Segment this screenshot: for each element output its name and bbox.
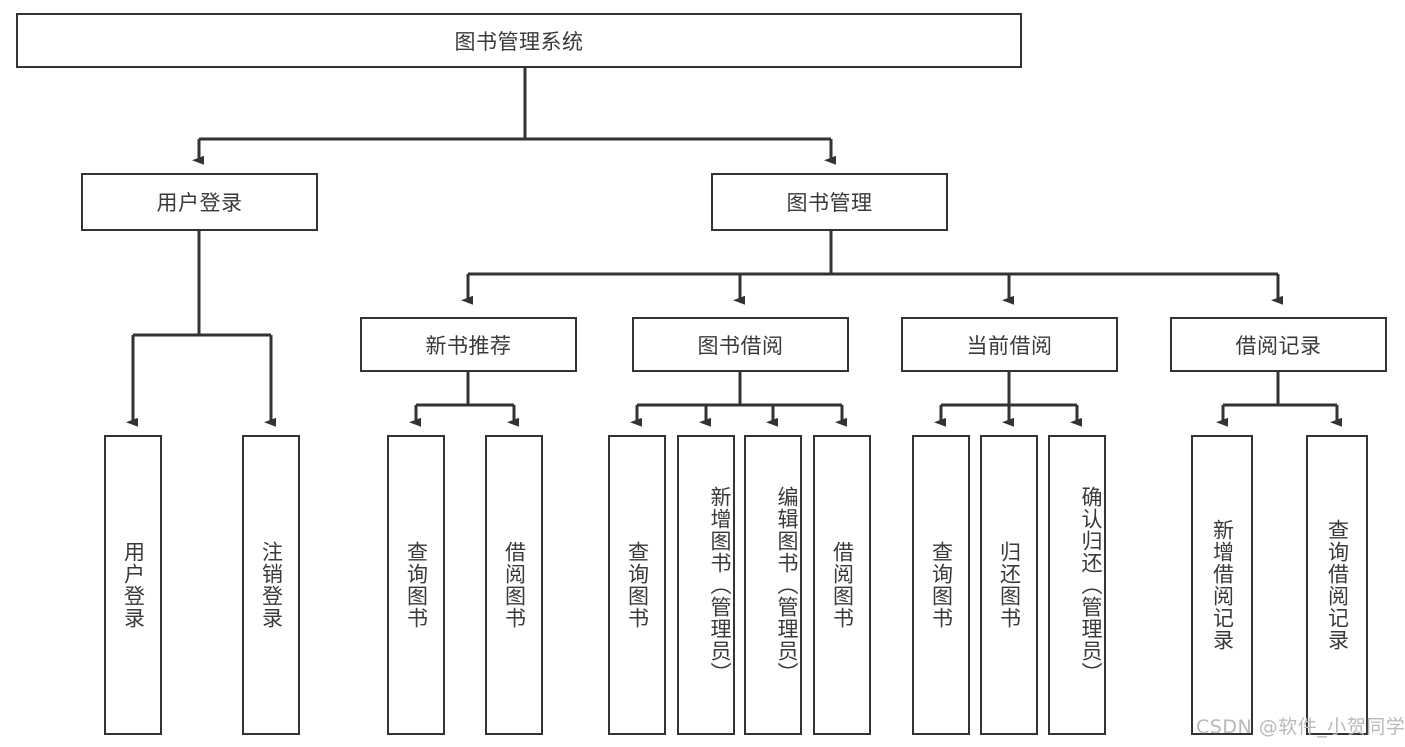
node-current-borrow-label: 当前借阅 (966, 333, 1053, 358)
node-leaf-borrow-book-2-label: 借阅图书 (830, 541, 855, 629)
node-user-login-label: 用户登录 (156, 191, 243, 215)
node-leaf-user-login[interactable]: 用户登录 (104, 435, 162, 735)
node-book-borrow[interactable]: 图书借阅 (632, 317, 849, 372)
node-leaf-confirm-return-label: 确认归还（管理员） (1079, 486, 1103, 684)
node-leaf-return-book-label: 归还图书 (997, 541, 1022, 629)
node-current-borrow[interactable]: 当前借阅 (901, 317, 1118, 372)
node-leaf-query-book-2-label: 查询图书 (625, 541, 650, 629)
node-user-login[interactable]: 用户登录 (81, 173, 318, 231)
node-borrow-record-label: 借阅记录 (1235, 333, 1322, 358)
watermark-text: CSDN @软件_小贺同学 (1196, 716, 1405, 738)
node-book-borrow-label: 图书借阅 (697, 333, 784, 358)
node-leaf-logout-login-label: 注销登录 (259, 541, 284, 629)
node-leaf-query-record[interactable]: 查询借阅记录 (1306, 435, 1368, 735)
node-leaf-return-book[interactable]: 归还图书 (980, 435, 1038, 735)
node-leaf-query-book-3-label: 查询图书 (929, 541, 954, 629)
node-root[interactable]: 图书管理系统 (16, 13, 1022, 68)
node-leaf-query-record-label: 查询借阅记录 (1325, 519, 1350, 651)
node-borrow-record[interactable]: 借阅记录 (1170, 317, 1387, 372)
node-leaf-add-book-label: 新增图书（管理员） (708, 486, 732, 684)
node-leaf-add-record-label: 新增借阅记录 (1210, 519, 1235, 651)
node-leaf-borrow-book-2[interactable]: 借阅图书 (813, 435, 871, 735)
node-leaf-borrow-book-1-label: 借阅图书 (502, 541, 527, 629)
node-leaf-add-book[interactable]: 新增图书（管理员） (677, 435, 735, 735)
node-leaf-logout-login[interactable]: 注销登录 (242, 435, 300, 735)
node-leaf-borrow-book-1[interactable]: 借阅图书 (485, 435, 543, 735)
node-leaf-query-book-1[interactable]: 查询图书 (387, 435, 445, 735)
node-new-book-recommend[interactable]: 新书推荐 (360, 317, 577, 372)
node-leaf-confirm-return[interactable]: 确认归还（管理员） (1048, 435, 1106, 735)
node-book-manage[interactable]: 图书管理 (711, 173, 948, 231)
node-leaf-edit-book-label: 编辑图书（管理员） (775, 486, 799, 684)
node-leaf-add-record[interactable]: 新增借阅记录 (1191, 435, 1253, 735)
node-leaf-user-login-label: 用户登录 (121, 541, 146, 629)
node-leaf-edit-book[interactable]: 编辑图书（管理员） (744, 435, 802, 735)
node-leaf-query-book-3[interactable]: 查询图书 (912, 435, 970, 735)
node-leaf-query-book-1-label: 查询图书 (404, 541, 429, 629)
node-leaf-query-book-2[interactable]: 查询图书 (608, 435, 666, 735)
node-book-manage-label: 图书管理 (786, 191, 873, 215)
node-new-book-recommend-label: 新书推荐 (425, 333, 512, 358)
node-root-label: 图书管理系统 (454, 29, 584, 54)
